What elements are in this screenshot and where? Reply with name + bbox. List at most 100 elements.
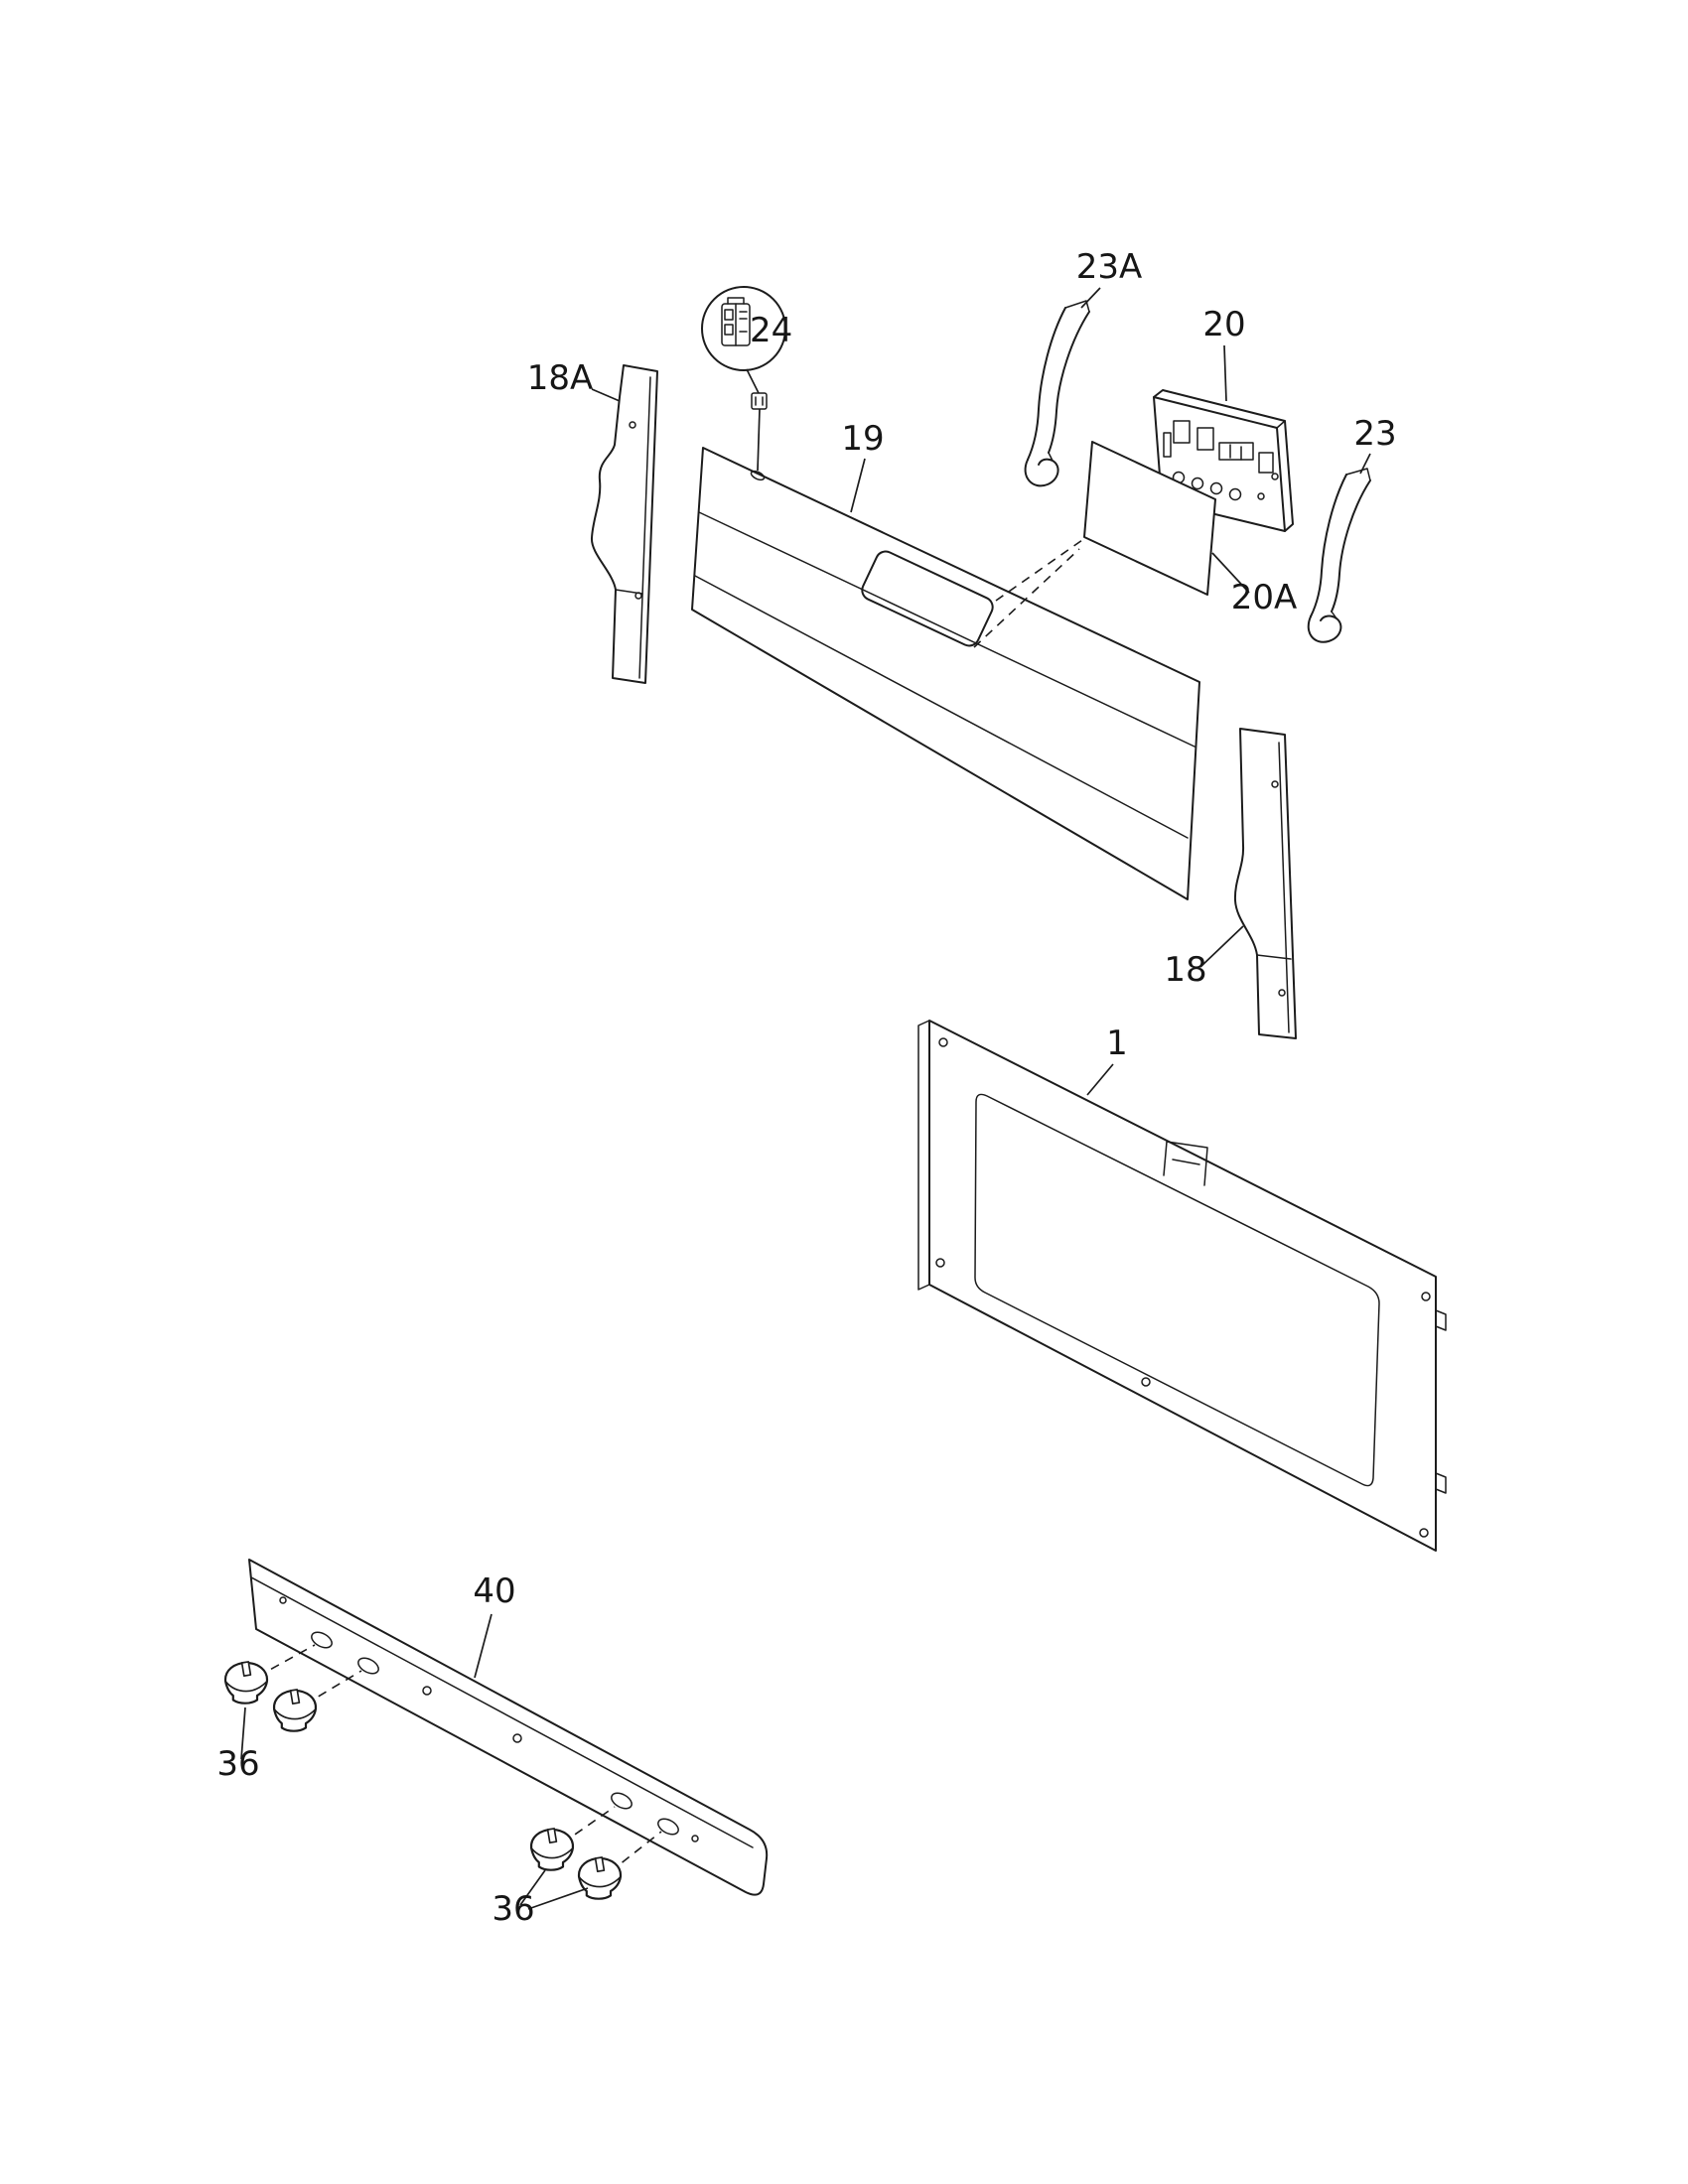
bracket-hook — [1024, 458, 1059, 487]
backguard-crease-upper — [698, 511, 1196, 748]
board-hole — [1257, 492, 1265, 500]
rear-panel-left-edge — [917, 1020, 930, 1291]
leader-1 — [1086, 1063, 1114, 1096]
part-label-36-lower: 36 — [492, 1889, 534, 1929]
part-label-1: 1 — [1106, 1024, 1128, 1063]
rear-panel-outline — [928, 1020, 1437, 1552]
screw-hole — [1141, 1377, 1151, 1387]
rear-panel-top-tab — [1163, 1141, 1208, 1186]
knob — [577, 1855, 623, 1900]
part-label-23: 23 — [1353, 414, 1396, 454]
knob-assembly-dash — [609, 1831, 662, 1873]
screw-hole — [629, 421, 636, 429]
screw-hole — [422, 1686, 432, 1696]
part-24-switch-callout — [701, 286, 786, 472]
leader-40 — [474, 1613, 492, 1679]
board-relay-2 — [1196, 427, 1214, 451]
screw-hole — [691, 1835, 699, 1843]
switch-lead-line-upper — [746, 368, 760, 394]
part-label-20: 20 — [1202, 305, 1245, 344]
bracket-top-tab — [1064, 300, 1090, 313]
bar-outline — [248, 1559, 769, 1896]
board-button — [1228, 487, 1242, 501]
board-hole — [1271, 473, 1279, 480]
right-trim-outline — [1233, 728, 1297, 1039]
part-20a-overlay — [1083, 441, 1216, 596]
screw-hole — [938, 1037, 948, 1047]
screw-hole — [279, 1596, 287, 1604]
leader-36-upper — [240, 1706, 246, 1760]
part-label-18: 18 — [1164, 950, 1206, 990]
bracket-hook-join — [1048, 452, 1054, 462]
board-display — [1218, 442, 1254, 461]
board-relay-3 — [1258, 452, 1274, 474]
bracket-hook — [1307, 614, 1342, 643]
screw-hole — [935, 1258, 945, 1268]
board-display-segments — [1229, 444, 1242, 461]
leader-36-lower-1 — [519, 1869, 546, 1906]
backguard-crease-lower — [694, 575, 1189, 839]
leader-20 — [1223, 344, 1227, 402]
part-1-rear-panel — [917, 1020, 1447, 1552]
bar-fold-line — [250, 1576, 754, 1848]
assembly-dash-line — [973, 548, 1080, 648]
part-label-23a: 23A — [1076, 247, 1143, 287]
right-trim-fold-line — [1278, 742, 1290, 1033]
switch-contact-2 — [724, 324, 734, 336]
part-label-40: 40 — [473, 1571, 515, 1611]
part-label-18a: 18A — [527, 358, 594, 398]
left-trim-outline — [590, 364, 658, 684]
bracket-outer-edge — [1027, 307, 1066, 461]
knob-shaft-hole — [611, 1792, 633, 1810]
screw-hole — [1419, 1528, 1429, 1538]
part-label-36-upper: 36 — [216, 1744, 259, 1784]
bracket-inner-edge — [1048, 311, 1090, 454]
part-23a-bracket — [1024, 300, 1090, 487]
callout-circle — [701, 286, 786, 371]
rear-panel-right-tab-1 — [1435, 1309, 1447, 1331]
right-trim-crease — [1256, 954, 1292, 960]
rear-panel-tab-slot — [1172, 1159, 1200, 1165]
left-trim-fold-line — [638, 376, 651, 679]
switch-mount-hole — [750, 470, 766, 481]
part-23-bracket — [1307, 468, 1371, 643]
knob-assembly-dash — [304, 1670, 362, 1706]
bracket-outer-edge — [1310, 474, 1347, 617]
board-button — [1191, 477, 1204, 490]
display-window-cutout — [861, 550, 994, 647]
leader-23 — [1359, 453, 1371, 475]
knob-shaft-hole — [357, 1657, 379, 1675]
part-18a-left-side-trim — [590, 364, 658, 684]
board-corner-edge — [1276, 420, 1286, 429]
screw-hole — [512, 1733, 522, 1743]
bracket-hook-join — [1331, 611, 1337, 619]
screw-hole — [1271, 780, 1279, 788]
part-40-control-panel-bar — [248, 1559, 769, 1896]
screw-hole — [1278, 989, 1286, 997]
assembly-dash-line — [995, 539, 1083, 602]
rear-panel-window-cutout — [974, 1093, 1380, 1487]
leader-18 — [1199, 925, 1244, 968]
board-button — [1209, 481, 1223, 495]
leader-23a — [1080, 287, 1101, 309]
rear-panel-right-tab-2 — [1435, 1472, 1447, 1494]
part-label-24: 24 — [750, 311, 792, 350]
leader-36-lower-2 — [527, 1887, 589, 1910]
board-relay-1 — [1173, 420, 1191, 444]
knob-shaft-hole — [311, 1631, 333, 1649]
part-label-19: 19 — [841, 419, 884, 459]
knob — [529, 1827, 575, 1871]
screw-hole — [634, 592, 642, 600]
switch-top-tab — [727, 297, 745, 305]
knob — [223, 1660, 269, 1705]
part-label-20a: 20A — [1231, 578, 1298, 617]
leader-19 — [850, 458, 866, 513]
part-18-right-side-trim — [1233, 728, 1297, 1039]
overlay-outline — [1083, 441, 1216, 596]
switch-lead-line-lower — [757, 408, 761, 472]
leader-18a — [591, 388, 621, 402]
switch-contact-1 — [724, 309, 734, 321]
bracket-inner-edge — [1331, 479, 1371, 613]
